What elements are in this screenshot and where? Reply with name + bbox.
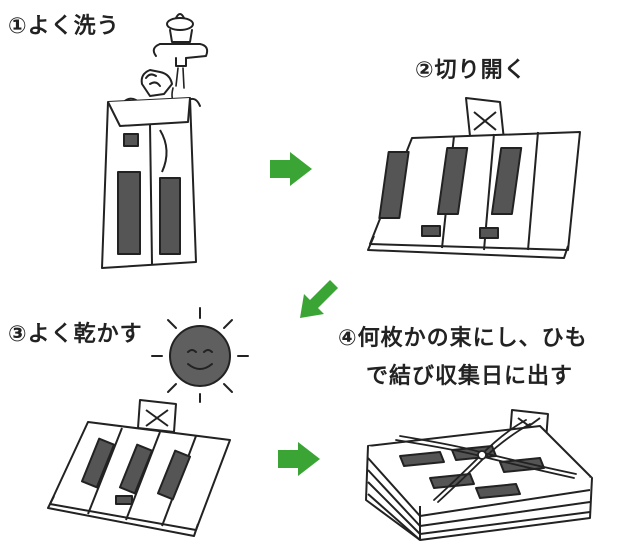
step3-label: ③よく乾かす bbox=[8, 322, 143, 347]
arrow-down-left-icon bbox=[300, 280, 338, 318]
sun-icon bbox=[151, 307, 249, 403]
step4-label-line2: で結び収集日に出す bbox=[366, 364, 574, 389]
arrow-right-icon bbox=[270, 152, 312, 186]
faucet-icon bbox=[152, 13, 209, 67]
drying-carton-icon bbox=[47, 399, 231, 537]
opened-carton-icon bbox=[367, 97, 581, 259]
milk-carton-washing-icon bbox=[101, 97, 197, 269]
arrow-right-icon-2 bbox=[278, 442, 320, 476]
step1-label: ①よく洗う bbox=[8, 14, 120, 39]
step4-label-line1: ④何枚かの束にし、ひも bbox=[338, 326, 588, 351]
step2-label: ②切り開く bbox=[415, 58, 527, 83]
string-tie-icon bbox=[395, 419, 577, 503]
